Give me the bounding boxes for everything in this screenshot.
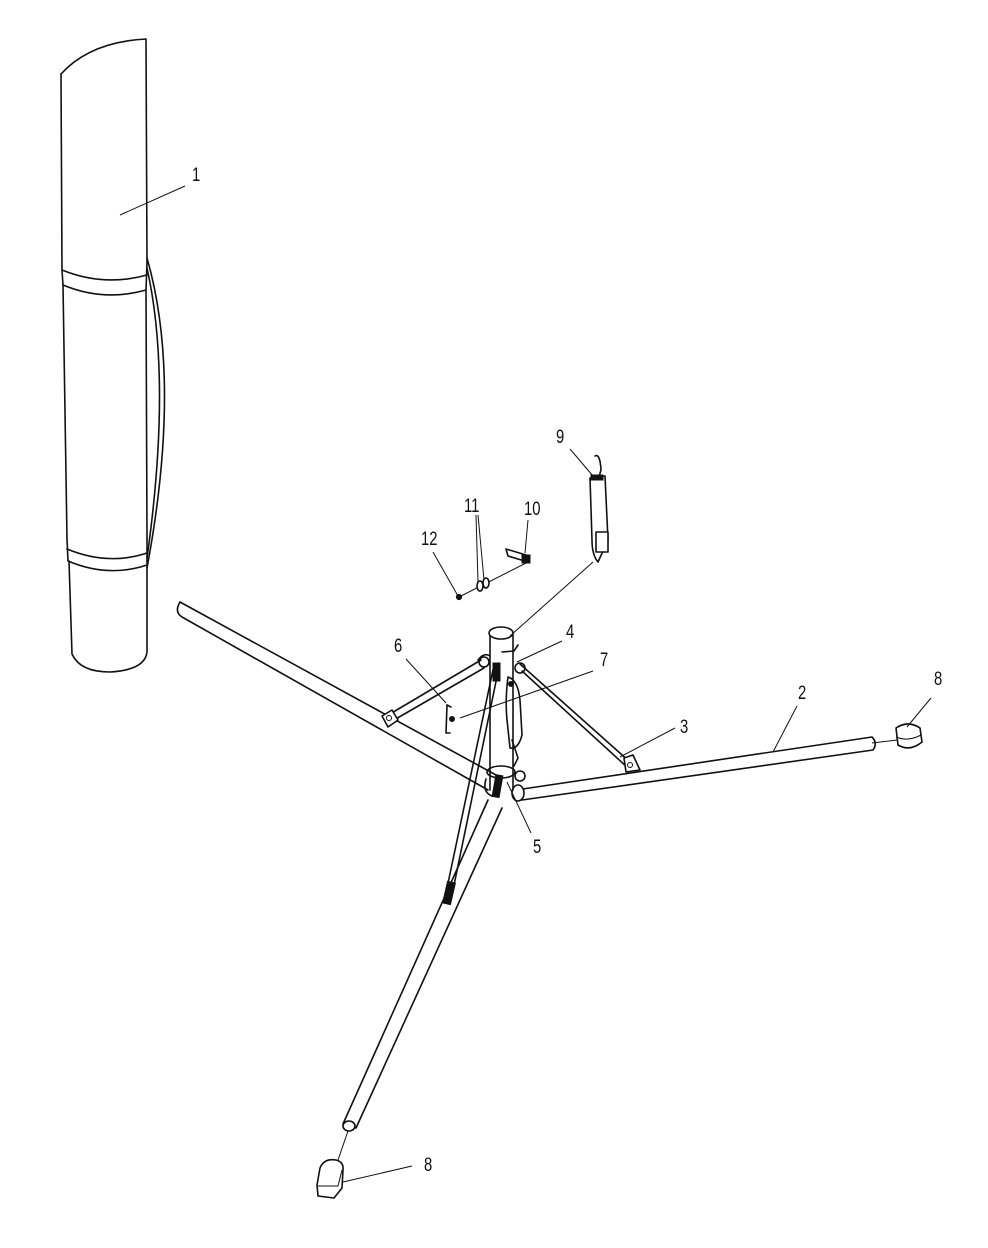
braces [381,659,641,773]
leg-front [337,799,503,1161]
callout-11: 11 [464,496,480,517]
callout-6: 6 [394,636,403,657]
leader-lines [119,185,932,1183]
callout-3: 3 [680,717,689,738]
leg-left [176,601,497,791]
strap-buckle [589,454,609,563]
leg-right [511,736,898,802]
end-cap-bottom [316,1158,344,1199]
callout-7: 7 [600,650,609,671]
callout-10: 10 [524,499,541,520]
end-cap-right [895,723,923,749]
callout-5: 5 [533,837,542,858]
carry-bag [60,38,166,673]
callout-12: 12 [421,529,438,550]
callout-8-right: 8 [934,669,943,690]
center-column [477,626,526,797]
stay-cable [442,662,504,906]
locking-lever [505,676,523,767]
callout-1: 1 [192,165,201,186]
spring-clip [445,704,455,734]
callout-8-bottom: 8 [424,1155,433,1176]
callout-4: 4 [566,622,575,643]
callout-9: 9 [556,427,565,448]
callout-2: 2 [798,683,807,704]
knob-assembly [455,548,531,601]
